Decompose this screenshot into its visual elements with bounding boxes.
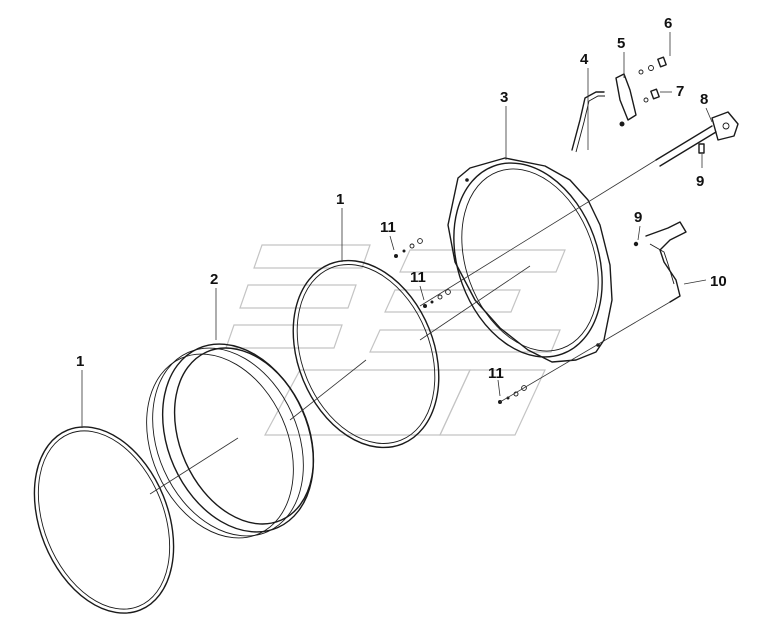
fasteners-6-7 bbox=[638, 56, 667, 103]
screws-part-9 bbox=[633, 143, 705, 247]
tube-part-10 bbox=[645, 221, 687, 303]
seal-ring-middle bbox=[292, 259, 440, 449]
rod-part-8 bbox=[655, 111, 739, 167]
ring-frame bbox=[146, 343, 315, 539]
rod-part-4 bbox=[571, 91, 605, 151]
leader-lines bbox=[81, 32, 713, 495]
seal-ring-front bbox=[33, 426, 175, 614]
housing bbox=[447, 157, 613, 363]
callout-11-b: 11 bbox=[410, 269, 426, 286]
callout-11-c: 11 bbox=[488, 365, 504, 382]
fasteners-part-11 bbox=[394, 238, 527, 404]
callout-11-a: 11 bbox=[380, 219, 396, 236]
callout-9-upper: 9 bbox=[696, 173, 704, 190]
bracket-bolt bbox=[619, 121, 625, 127]
bracket-part-5 bbox=[615, 73, 637, 121]
callout-7: 7 bbox=[676, 83, 684, 100]
callout-8: 8 bbox=[700, 91, 708, 108]
callout-10: 10 bbox=[710, 273, 727, 290]
callout-1-left: 1 bbox=[76, 353, 84, 370]
callout-4: 4 bbox=[580, 51, 589, 68]
callout-6: 6 bbox=[664, 15, 672, 32]
callout-9-lower: 9 bbox=[634, 209, 642, 226]
rod-part-4-edge bbox=[575, 95, 605, 153]
callout-5: 5 bbox=[617, 35, 625, 52]
callout-1-mid: 1 bbox=[336, 191, 344, 208]
callout-3: 3 bbox=[500, 89, 508, 106]
callout-2: 2 bbox=[210, 271, 218, 288]
